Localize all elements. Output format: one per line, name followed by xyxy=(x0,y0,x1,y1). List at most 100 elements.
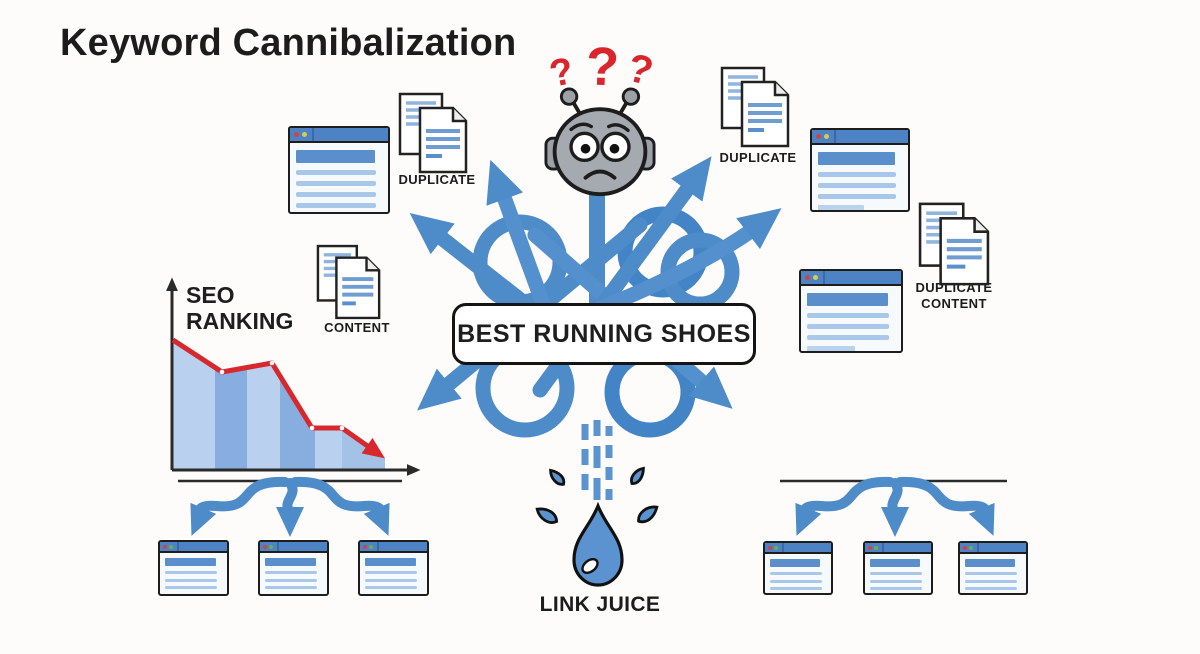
spread-arrows-right-icon xyxy=(745,474,1045,538)
spread-arrows-left-icon xyxy=(140,474,440,538)
content-documents-icon xyxy=(316,244,384,320)
window-dot-green-icon xyxy=(169,544,173,549)
titlebar-divider xyxy=(977,543,979,552)
content-footer-block xyxy=(265,593,295,594)
content-header-bar xyxy=(165,558,217,566)
window-titlebar xyxy=(765,543,831,554)
browser-window-bottom-left-2 xyxy=(258,540,329,596)
window-dot-red-icon xyxy=(963,545,967,550)
window-titlebar xyxy=(290,128,388,143)
content-line xyxy=(296,170,376,175)
titlebar-divider xyxy=(882,543,884,552)
content-line xyxy=(965,579,1017,583)
keyword-label: BEST RUNNING SHOES xyxy=(457,319,751,348)
window-dot-yellow-icon xyxy=(824,134,829,139)
browser-window-bottom-left-1 xyxy=(158,540,229,596)
window-titlebar xyxy=(160,542,227,553)
seo-ranking-label: SEO RANKING xyxy=(186,282,294,334)
content-line xyxy=(870,579,922,583)
content-footer-block xyxy=(870,595,899,596)
content-line xyxy=(296,181,376,186)
content-line xyxy=(770,572,822,575)
content-header-bar xyxy=(807,293,888,306)
window-content xyxy=(865,554,931,596)
browser-window-bottom-right-3 xyxy=(958,541,1028,595)
window-dot-red-icon xyxy=(868,545,872,550)
duplicate-documents-icon xyxy=(720,66,790,148)
content-footer-block xyxy=(165,593,195,594)
seo-ranking-chart xyxy=(138,268,430,480)
content-line xyxy=(296,192,376,197)
window-dot-red-icon xyxy=(805,275,810,280)
page-title: Keyword Cannibalization xyxy=(60,22,517,64)
label-duplicate-content-line2: CONTENT xyxy=(921,296,987,312)
content-line xyxy=(965,587,1017,590)
content-line xyxy=(296,203,376,208)
content-footer-block xyxy=(365,593,395,594)
window-content xyxy=(801,286,901,351)
titlebar-divider xyxy=(823,271,825,284)
window-dot-green-icon xyxy=(774,545,778,550)
window-dot-yellow-icon xyxy=(302,132,307,137)
content-line xyxy=(818,194,897,199)
titlebar-divider xyxy=(277,542,279,551)
content-line xyxy=(365,586,418,589)
content-line xyxy=(818,172,897,177)
keyword-box: BEST RUNNING SHOES xyxy=(452,303,756,365)
window-content xyxy=(160,553,227,594)
window-titlebar xyxy=(360,542,427,553)
content-line xyxy=(818,183,897,188)
titlebar-divider xyxy=(312,128,314,141)
content-header-bar xyxy=(296,150,376,163)
content-header-bar xyxy=(965,559,1016,567)
window-dot-red-icon xyxy=(263,544,267,549)
window-titlebar xyxy=(865,543,931,554)
content-header-bar xyxy=(365,558,417,566)
window-content xyxy=(290,143,388,212)
content-line xyxy=(265,586,318,589)
content-line xyxy=(870,587,922,590)
window-dot-green-icon xyxy=(969,545,973,550)
content-line xyxy=(965,572,1017,575)
window-dot-red-icon xyxy=(163,544,167,549)
browser-window-bottom-right-2 xyxy=(863,541,933,595)
content-line xyxy=(265,571,318,574)
content-line xyxy=(365,571,418,574)
window-content xyxy=(360,553,427,594)
content-footer-block xyxy=(770,595,799,596)
window-content xyxy=(960,554,1026,596)
window-dot-red-icon xyxy=(363,544,367,549)
window-dot-green-icon xyxy=(369,544,373,549)
window-dot-red-icon xyxy=(816,134,821,139)
browser-window-right-2 xyxy=(799,269,903,353)
titlebar-divider xyxy=(782,543,784,552)
window-titlebar xyxy=(801,271,901,286)
window-content xyxy=(260,553,327,594)
window-content xyxy=(765,554,831,596)
window-titlebar xyxy=(812,130,908,145)
duplicate-documents-icon xyxy=(398,92,468,174)
content-footer-block xyxy=(818,205,865,210)
titlebar-divider xyxy=(377,542,379,551)
browser-window-bottom-right-1 xyxy=(763,541,833,595)
content-footer-block xyxy=(965,595,994,596)
window-dot-red-icon xyxy=(294,132,299,137)
window-content xyxy=(812,145,908,210)
content-header-bar xyxy=(870,559,921,567)
window-dot-yellow-icon xyxy=(813,275,818,280)
window-dot-green-icon xyxy=(269,544,273,549)
label-content-left: CONTENT xyxy=(324,320,390,335)
confused-robot-icon xyxy=(542,86,658,198)
titlebar-divider xyxy=(834,130,836,143)
window-dot-green-icon xyxy=(874,545,878,550)
content-line xyxy=(870,572,922,575)
window-dot-red-icon xyxy=(768,545,772,550)
content-line xyxy=(165,586,218,589)
content-line xyxy=(265,578,318,582)
label-duplicate-left: DUPLICATE xyxy=(398,172,476,187)
window-titlebar xyxy=(260,542,327,553)
duplicate-documents-icon xyxy=(918,200,990,288)
content-header-bar xyxy=(818,152,896,165)
window-titlebar xyxy=(960,543,1026,554)
